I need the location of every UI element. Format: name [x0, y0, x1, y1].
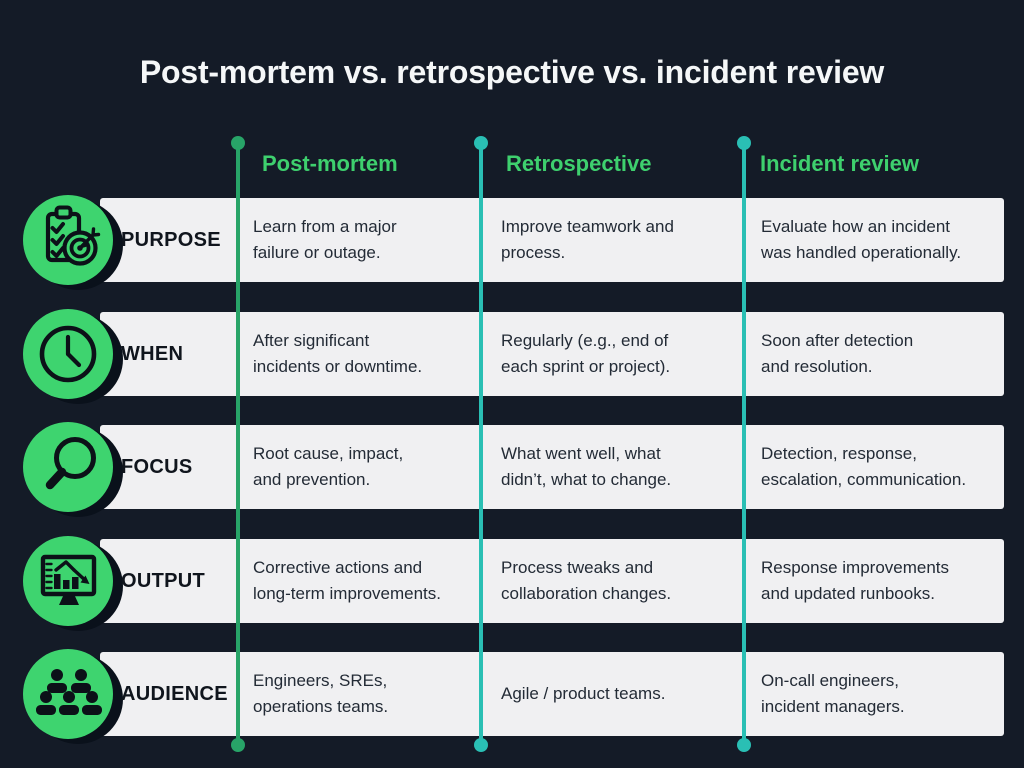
cell-when-postmortem: After significant incidents or downtime.	[253, 331, 423, 376]
column-header-post-mortem: Post-mortem	[262, 151, 398, 176]
cell-focus-postmortem: Root cause, impact, and prevention.	[253, 444, 404, 489]
magnifying-glass-icon	[23, 422, 113, 512]
row-icon-circle	[23, 195, 113, 285]
cell-when-retrospective: Regularly (e.g., end of each sprint or p…	[501, 331, 671, 376]
column-header-retrospective: Retrospective	[506, 151, 652, 176]
page-title: Post-mortem vs. retrospective vs. incide…	[139, 54, 885, 90]
row-background-bar	[100, 539, 1004, 623]
row-background-bar	[100, 425, 1004, 509]
clipboard-target-icon	[23, 195, 113, 285]
row-background-bar	[100, 652, 1004, 736]
cell-focus-retrospective: What went well, what didn’t, what to cha…	[501, 444, 672, 489]
table-row-focus: FOCUS Root cause, impact, and prevention…	[0, 422, 1024, 512]
cell-purpose-postmortem: Learn from a major failure or outage.	[253, 217, 397, 262]
row-icon-circle	[23, 422, 113, 512]
cell-when-incident-review: Soon after detection and resolution.	[761, 331, 914, 376]
row-background-bar	[100, 312, 1004, 396]
row-icon-circle	[23, 649, 113, 739]
cell-audience-postmortem: Engineers, SREs, operations teams.	[253, 671, 389, 716]
cell-purpose-incident-review: Evaluate how an incident was handled ope…	[761, 217, 962, 262]
row-icon-circle	[23, 309, 113, 399]
row-label-output: OUTPUT	[121, 570, 206, 592]
table-row-purpose: PURPOSE Learn from a major failure or ou…	[0, 195, 1024, 285]
cell-focus-incident-review: Detection, response, escalation, communi…	[761, 444, 967, 489]
row-label-when: WHEN	[121, 343, 184, 365]
people-icon	[23, 649, 113, 739]
row-label-focus: FOCUS	[121, 456, 193, 478]
table-row-audience: AUDIENCE Engineers, SREs, operations tea…	[0, 649, 1024, 739]
column-divider-line-postmortem	[236, 143, 240, 745]
cell-purpose-retrospective: Improve teamwork and process.	[501, 217, 674, 262]
monitor-chart-icon	[23, 536, 113, 626]
cell-audience-incident-review: On-call engineers, incident managers.	[761, 671, 905, 716]
cell-audience-retrospective: Agile / product teams.	[501, 684, 666, 703]
cell-output-postmortem: Corrective actions and long-term improve…	[253, 558, 442, 603]
row-icon-circle	[23, 536, 113, 626]
column-divider-line-retrospective	[479, 143, 483, 745]
row-label-audience: AUDIENCE	[121, 683, 228, 705]
table-row-when: WHEN After significant incidents or down…	[0, 309, 1024, 399]
row-label-purpose: PURPOSE	[121, 229, 221, 251]
cell-output-retrospective: Process tweaks and collaboration changes…	[501, 558, 672, 603]
row-background-bar	[100, 198, 1004, 282]
column-divider-line-incident-review	[742, 143, 746, 745]
clock-icon	[23, 309, 113, 399]
table-row-output: OUTPUT Corrective actions and long-term …	[0, 536, 1024, 626]
cell-output-incident-review: Response improvements and updated runboo…	[761, 558, 950, 603]
column-header-incident-review: Incident review	[760, 151, 919, 176]
